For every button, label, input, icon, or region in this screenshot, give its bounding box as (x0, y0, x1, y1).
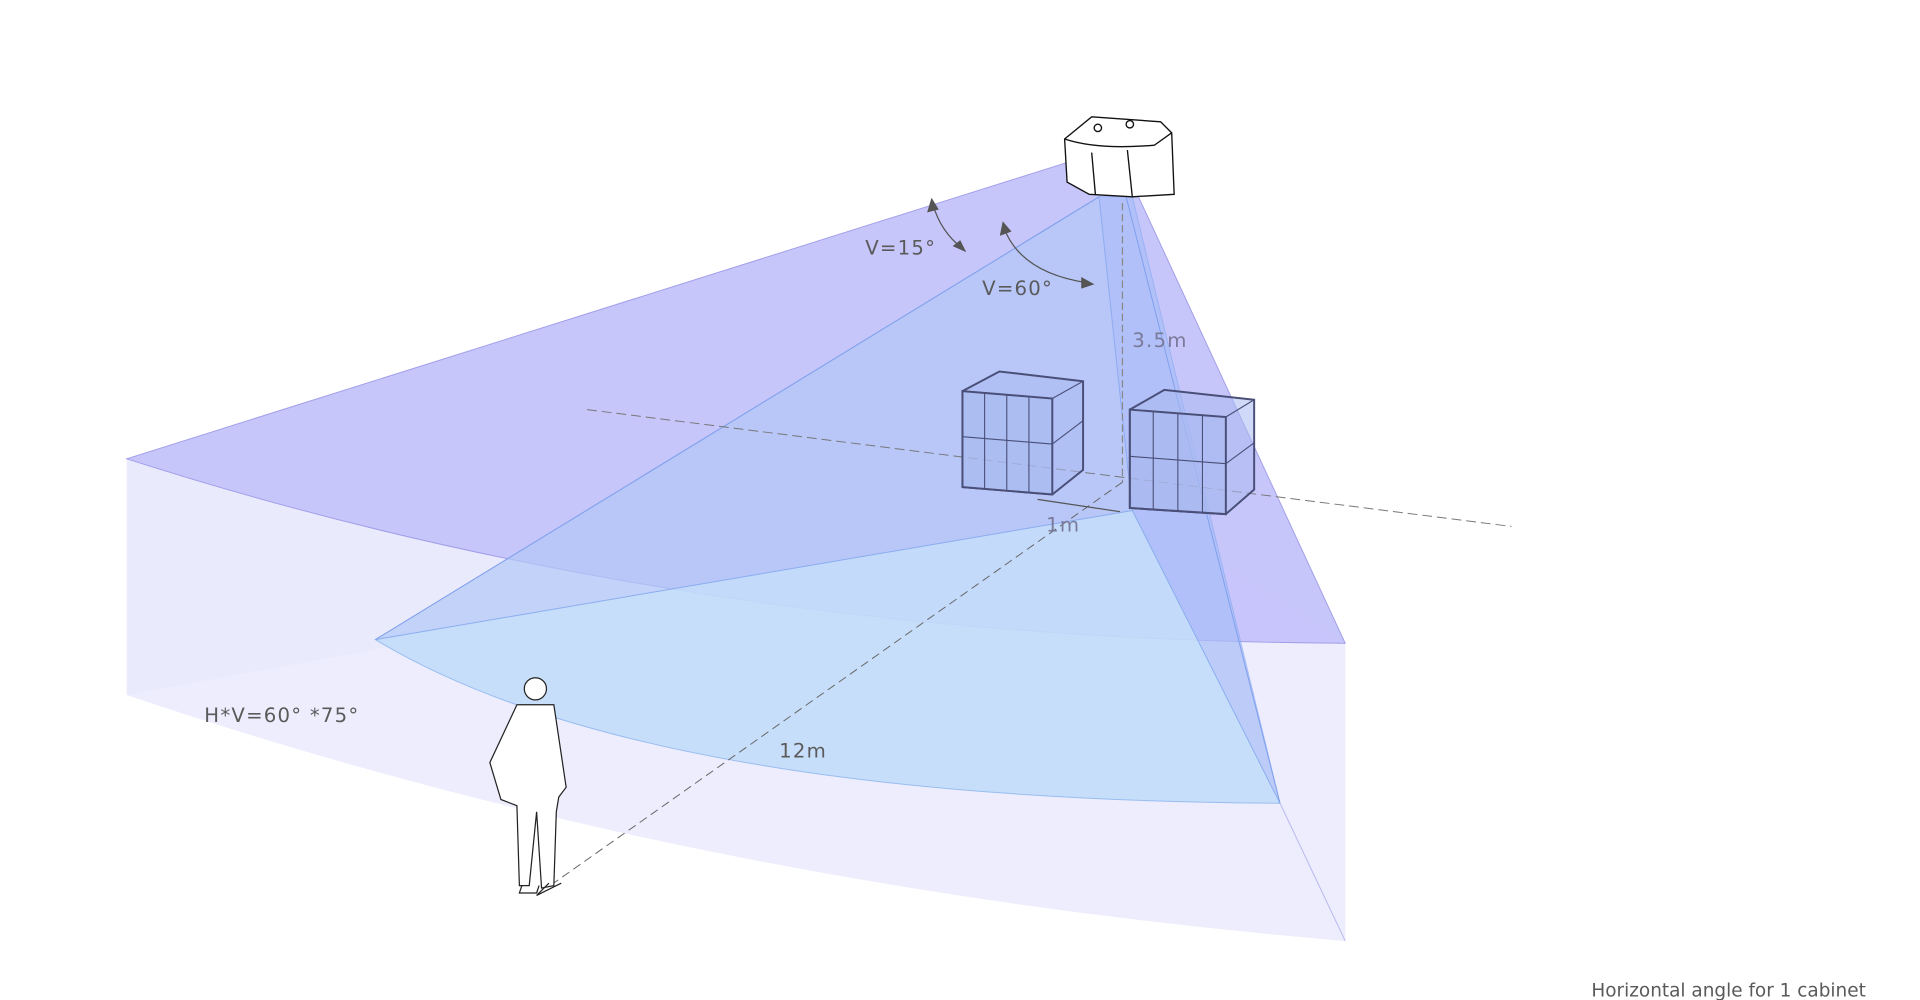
inner-floor (373, 509, 1281, 804)
spacing-label: 1m (1046, 513, 1080, 536)
vertical-angle-15-label: V=15° (865, 237, 936, 260)
angle-arrow-60 (999, 221, 1095, 289)
distance-line (549, 481, 1123, 887)
coverage-angle-label: H*V=60° *75° (204, 704, 359, 727)
caption: Horizontal angle for 1 cabinet (1591, 980, 1865, 1000)
subwoofer-stack-right (1128, 388, 1256, 516)
distance-label: 12m (779, 740, 827, 763)
line-array-speaker-icon (1063, 116, 1175, 198)
vertical-angle-60-label: V=60° (982, 277, 1053, 300)
spacing-dimension (1037, 498, 1121, 513)
angle-arrow-15 (927, 197, 967, 253)
person-figure-icon (489, 677, 567, 896)
height-label: 3.5m (1132, 329, 1187, 352)
subwoofer-stack-left (961, 370, 1085, 496)
